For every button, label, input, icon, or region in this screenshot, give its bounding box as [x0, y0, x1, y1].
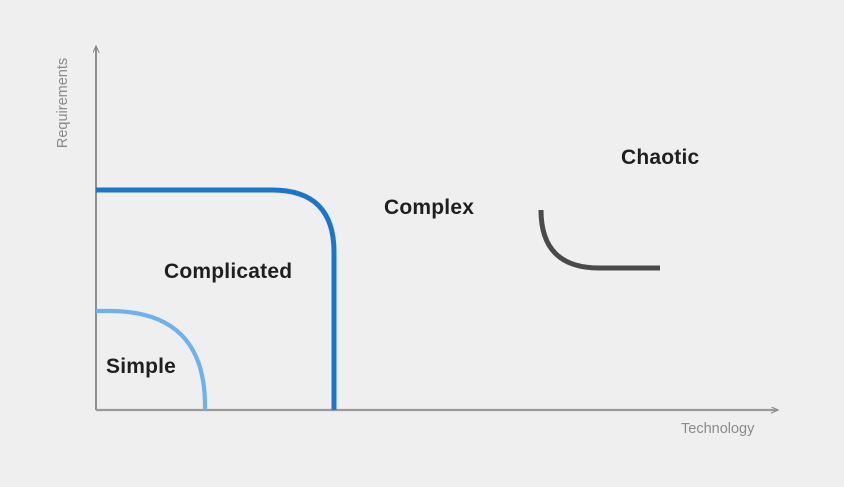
- y-axis-label: Requirements: [54, 57, 71, 149]
- zone-label-simple: Simple: [106, 355, 177, 378]
- chaotic-corner-segment: [538, 209, 660, 271]
- simple-boundary-curve: [96, 308, 208, 410]
- complicated-boundary-curve: [96, 187, 337, 410]
- zone-label-complicated: Complicated: [164, 260, 293, 283]
- zone-label-chaotic: Chaotic: [621, 146, 700, 169]
- chaotic-boundary-curve: [538, 65, 778, 271]
- axis-group: [96, 46, 778, 410]
- zone-label-complex: Complex: [384, 196, 475, 219]
- x-axis-label: Technology: [681, 421, 755, 437]
